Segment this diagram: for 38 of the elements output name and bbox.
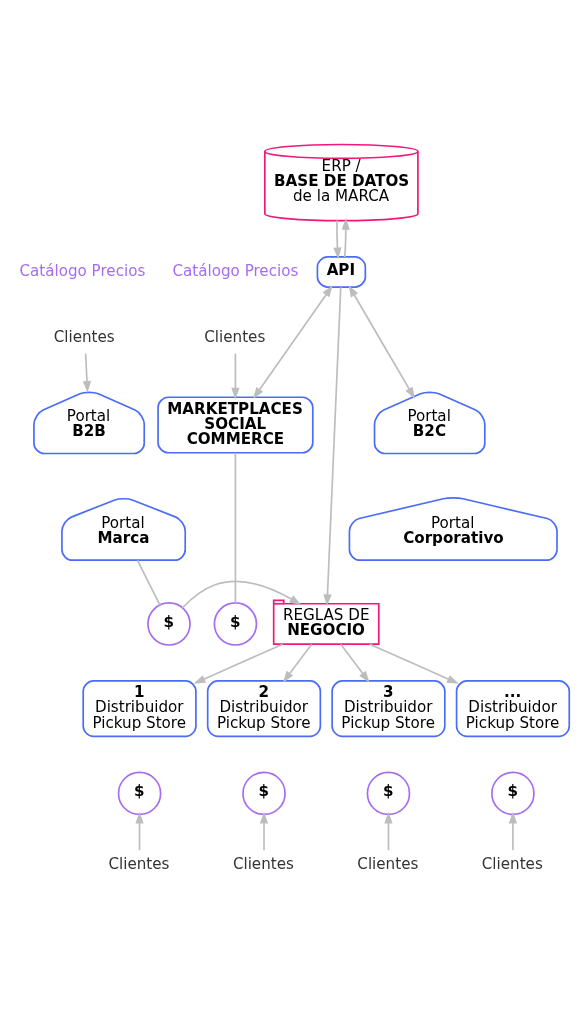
arrow xyxy=(231,352,240,399)
arrow xyxy=(323,285,342,606)
node-text: Clientes xyxy=(232,854,294,873)
arrow xyxy=(333,219,342,259)
node-circle: $ xyxy=(366,771,411,815)
node-box: 3 Distribuidor Pickup Store xyxy=(331,679,446,737)
arrow xyxy=(193,642,284,684)
node-box: 2 Distribuidor Pickup Store xyxy=(206,679,322,737)
node-circle: $ xyxy=(491,771,535,815)
node-text: Clientes xyxy=(481,854,543,873)
connector xyxy=(234,451,237,604)
arrow xyxy=(135,811,144,851)
connector xyxy=(136,559,161,606)
node-text: Clientes xyxy=(357,854,419,873)
arrow xyxy=(252,284,333,399)
arrow xyxy=(340,642,370,683)
node-circle: $ xyxy=(213,601,258,646)
arrow xyxy=(259,811,269,851)
node-circle: $ xyxy=(147,601,191,646)
node-box: MARKETPLACES SOCIAL COMMERCE xyxy=(157,395,314,454)
arrow xyxy=(341,217,350,258)
arrow xyxy=(181,580,302,609)
label: Catálogo Precios xyxy=(19,261,146,280)
node-box: 1 Distribuidor Pickup Store xyxy=(82,679,197,737)
label: Catálogo Precios xyxy=(172,261,299,280)
arrow xyxy=(82,352,92,393)
node-box: API xyxy=(316,255,367,288)
arrow xyxy=(282,642,313,683)
node-text: Clientes xyxy=(204,327,266,346)
node-box: ... Distribuidor Pickup Store xyxy=(455,679,571,737)
node-text: Clientes xyxy=(108,854,170,873)
node-circle: $ xyxy=(117,771,162,815)
arrow xyxy=(368,642,459,684)
arrow xyxy=(508,811,518,851)
arrow xyxy=(348,284,415,399)
arrow xyxy=(384,811,393,851)
node-text: Clientes xyxy=(53,327,115,346)
node-circle: $ xyxy=(242,771,286,815)
